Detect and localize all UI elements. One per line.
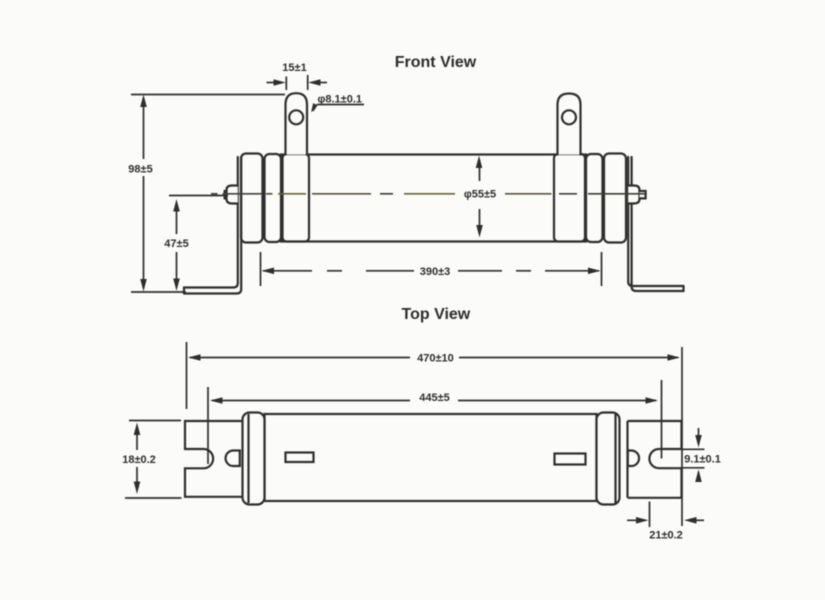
svg-text:470±10: 470±10 <box>417 353 454 365</box>
svg-text:9.1±0.1: 9.1±0.1 <box>684 454 721 466</box>
svg-text:390±3: 390±3 <box>420 266 451 278</box>
svg-text:18±0.2: 18±0.2 <box>122 454 156 466</box>
svg-text:15±1: 15±1 <box>282 62 306 74</box>
svg-text:Top View: Top View <box>402 306 471 323</box>
svg-text:Front View: Front View <box>395 54 477 71</box>
svg-text:φ55±5: φ55±5 <box>464 189 496 201</box>
svg-text:φ8.1±0.1: φ8.1±0.1 <box>318 94 363 106</box>
svg-text:445±5: 445±5 <box>419 392 450 404</box>
svg-text:98±5: 98±5 <box>128 164 152 176</box>
svg-text:47±5: 47±5 <box>164 238 188 250</box>
svg-text:21±0.2: 21±0.2 <box>649 530 683 542</box>
